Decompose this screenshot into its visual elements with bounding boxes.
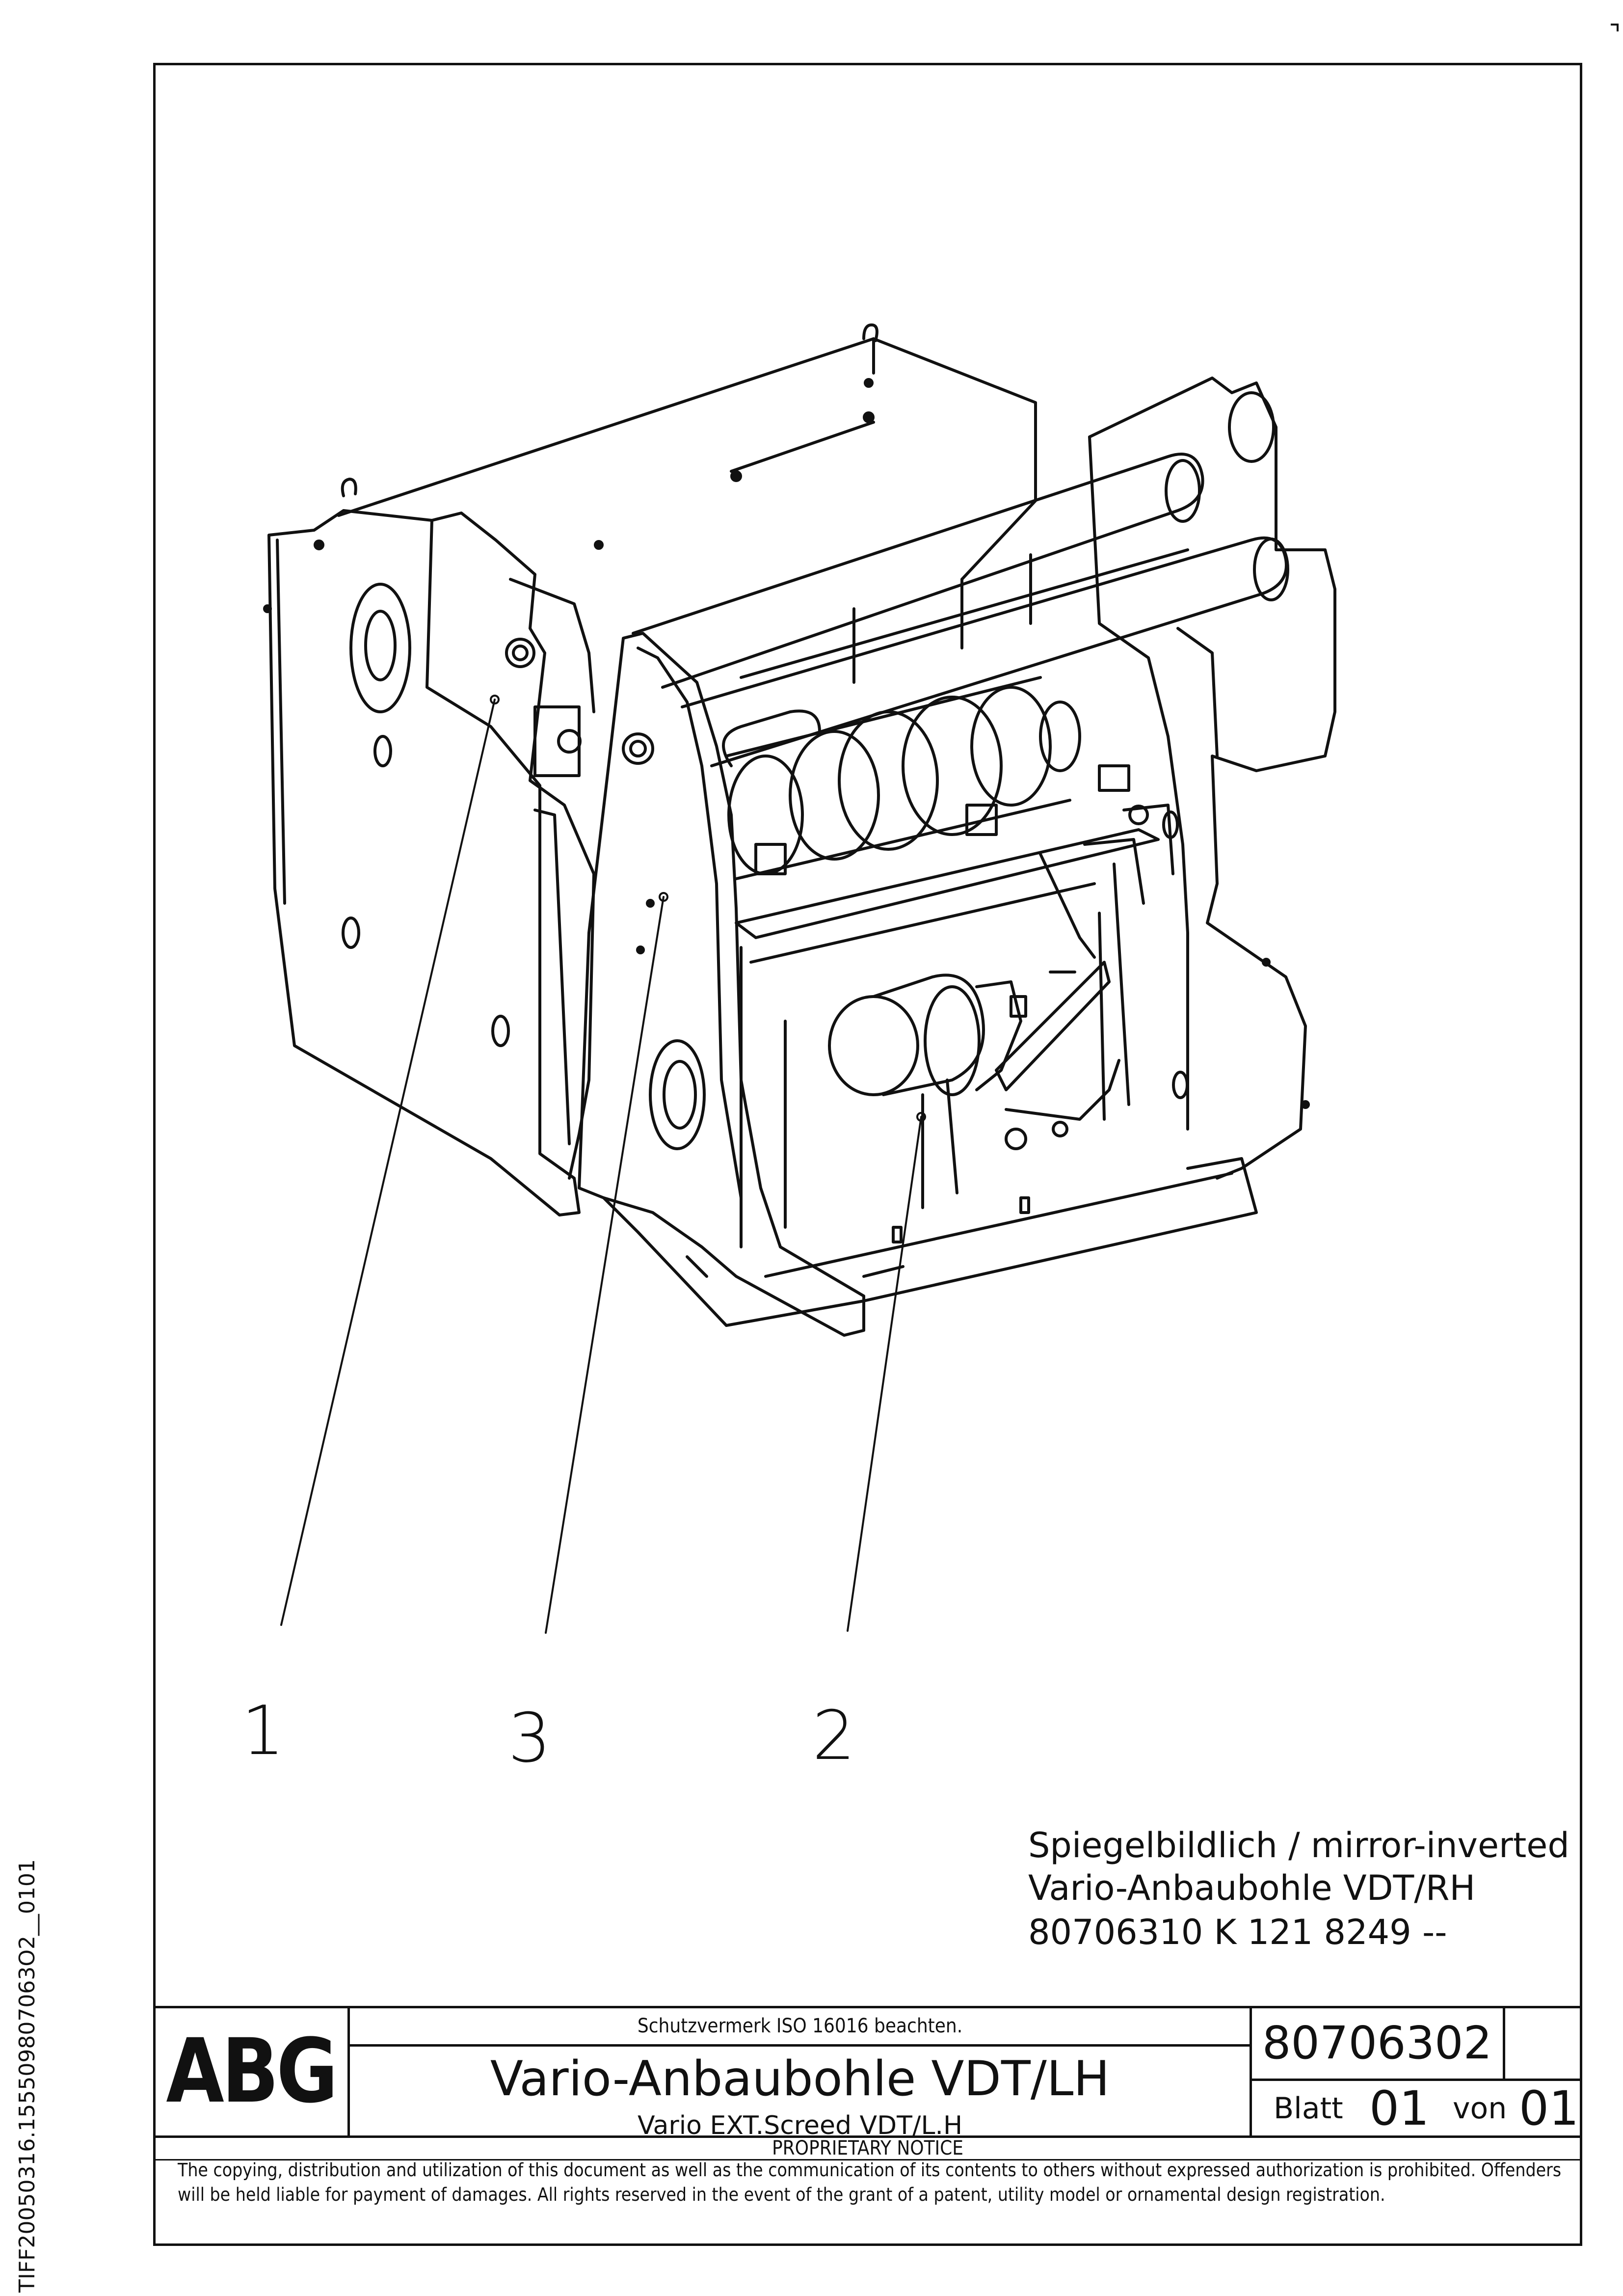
note-line-2: Vario-Anbaubohle VDT/RH (1028, 1868, 1476, 1908)
title-block-divider (1250, 2006, 1252, 2136)
callout-3: 3 (508, 1699, 551, 1778)
roller-lower (722, 709, 821, 767)
vibrator-shaft-assembly (725, 676, 1130, 880)
middle-mount-plate (430, 512, 595, 1180)
roller-middle (681, 536, 1288, 767)
rear-housing (337, 337, 1037, 581)
corner-mark (1611, 24, 1619, 31)
leader-line-1 (280, 699, 496, 1626)
side-code: TIFF20050316.155509807063O2__0101 (0, 1802, 40, 2293)
drawing-title-german: Vario-Anbaubohle VDT/LH (490, 2051, 1110, 2107)
top-lug (862, 323, 878, 342)
drawing-title-english: Vario EXT.Screed VDT/L.H (637, 2111, 963, 2140)
sheet-total: 01 (1519, 2081, 1579, 2136)
title-block-divider (347, 2044, 1251, 2047)
note-line-3: 80706310 K 121 8249 -- (1028, 1912, 1447, 1952)
leader-line-2 (847, 1116, 922, 1632)
sheet-info: Blatt 01 von 01 (1251, 2081, 1582, 2135)
document-number: 80706302 (1262, 2017, 1492, 2069)
title-block-divider (153, 2135, 1582, 2138)
proprietary-notice-title: PROPRIETARY NOTICE (772, 2137, 964, 2160)
hydraulic-motor (828, 973, 1027, 1096)
base-plate (602, 1157, 1258, 1327)
control-linkage (995, 804, 1174, 1150)
sheet-frame (153, 63, 1582, 2246)
sheet-label: Blatt (1274, 2091, 1343, 2126)
title-block-divider (1503, 2006, 1505, 2080)
screed-assembly-drawing (263, 323, 1336, 1634)
abg-logo: ABG (166, 2020, 338, 2123)
leader-line-3 (545, 896, 665, 1634)
callout-1: 1 (241, 1691, 285, 1770)
title-block-divider (153, 2159, 1582, 2161)
title-block-border (153, 2006, 1582, 2008)
cross-member (735, 828, 1160, 939)
proprietary-notice-text: The copying, distribution and utilizatio… (178, 2160, 1562, 2205)
protection-notice: Schutzvermerk ISO 16016 beachten. (637, 2015, 963, 2037)
note-line-1: Spiegelbildlich / mirror-inverted (1028, 1825, 1570, 1865)
side-code-text: TIFF20050316.155509807063O2__0101 (15, 1859, 40, 2293)
title-block-divider (1250, 2079, 1582, 2081)
title-block-divider (347, 2006, 350, 2136)
left-side-plate (267, 509, 581, 1216)
roller-upper (632, 453, 1204, 689)
right-frame (1088, 377, 1336, 1180)
front-side-plate (578, 632, 865, 1337)
of-label: von (1453, 2091, 1507, 2126)
sheet-number: 01 (1369, 2081, 1430, 2136)
callout-2: 2 (812, 1696, 855, 1775)
